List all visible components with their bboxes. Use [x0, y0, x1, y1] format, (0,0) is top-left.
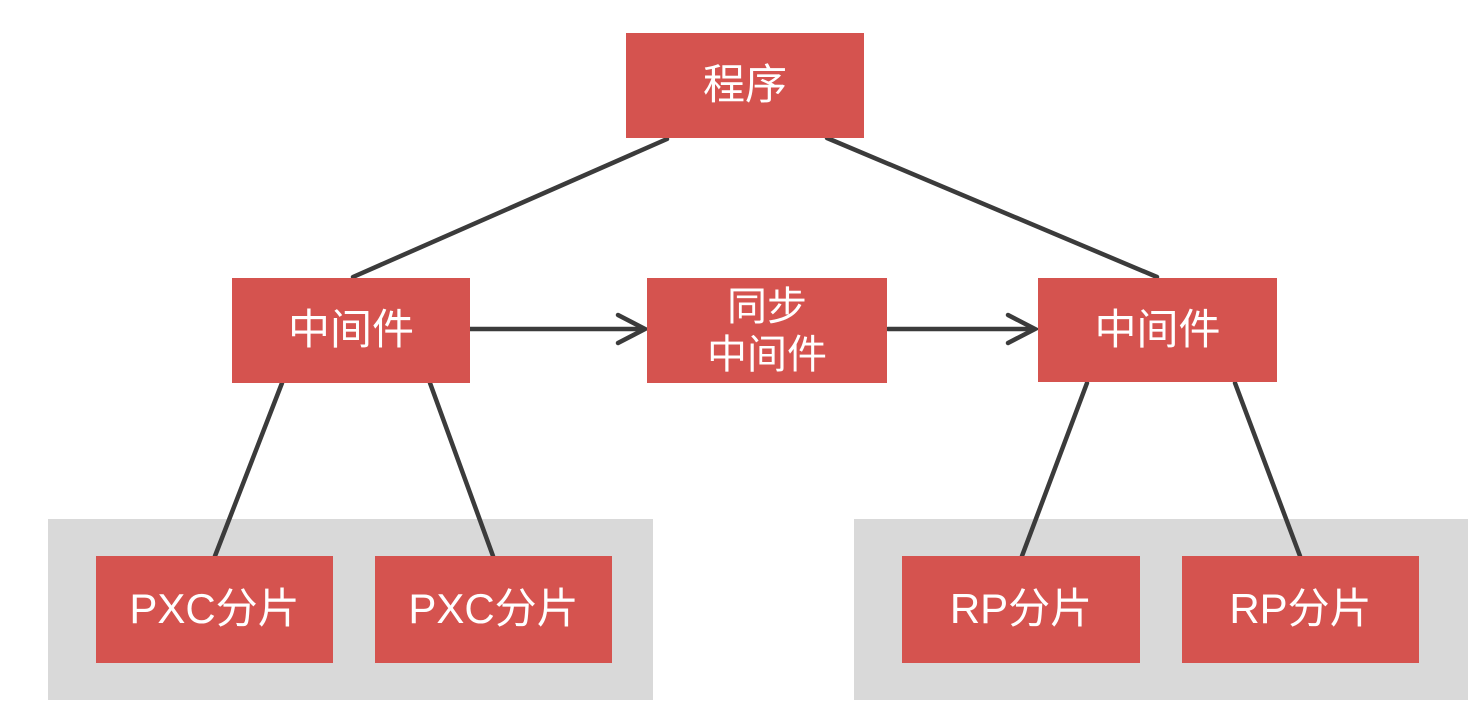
arrow-sync-middleware-to-right-middleware	[885, 312, 1040, 346]
connector-program-to-left-middleware	[350, 136, 670, 280]
node-rp-shard-2: RP分片	[1182, 556, 1419, 663]
node-sync-middleware: 同步 中间件	[647, 278, 887, 383]
node-pxc-shard-1: PXC分片	[96, 556, 333, 663]
arrow-head-icon	[615, 312, 650, 346]
node-middleware-right: 中间件	[1038, 278, 1277, 382]
connector-program-to-right-middleware	[824, 135, 1160, 280]
arrow-left-middleware-to-sync-middleware	[467, 312, 650, 346]
node-middleware-left: 中间件	[232, 278, 470, 383]
connector-left-middleware-to-pxc-shard-2	[427, 380, 496, 559]
connector-left-middleware-to-pxc-shard-1	[212, 380, 285, 559]
node-program: 程序	[626, 33, 864, 138]
node-pxc-shard-2: PXC分片	[375, 556, 612, 663]
arrow-head-icon	[1005, 312, 1040, 346]
node-rp-shard-1: RP分片	[902, 556, 1140, 663]
connector-right-middleware-to-rp-shard-2	[1232, 380, 1303, 559]
connector-right-middleware-to-rp-shard-1	[1019, 380, 1090, 559]
